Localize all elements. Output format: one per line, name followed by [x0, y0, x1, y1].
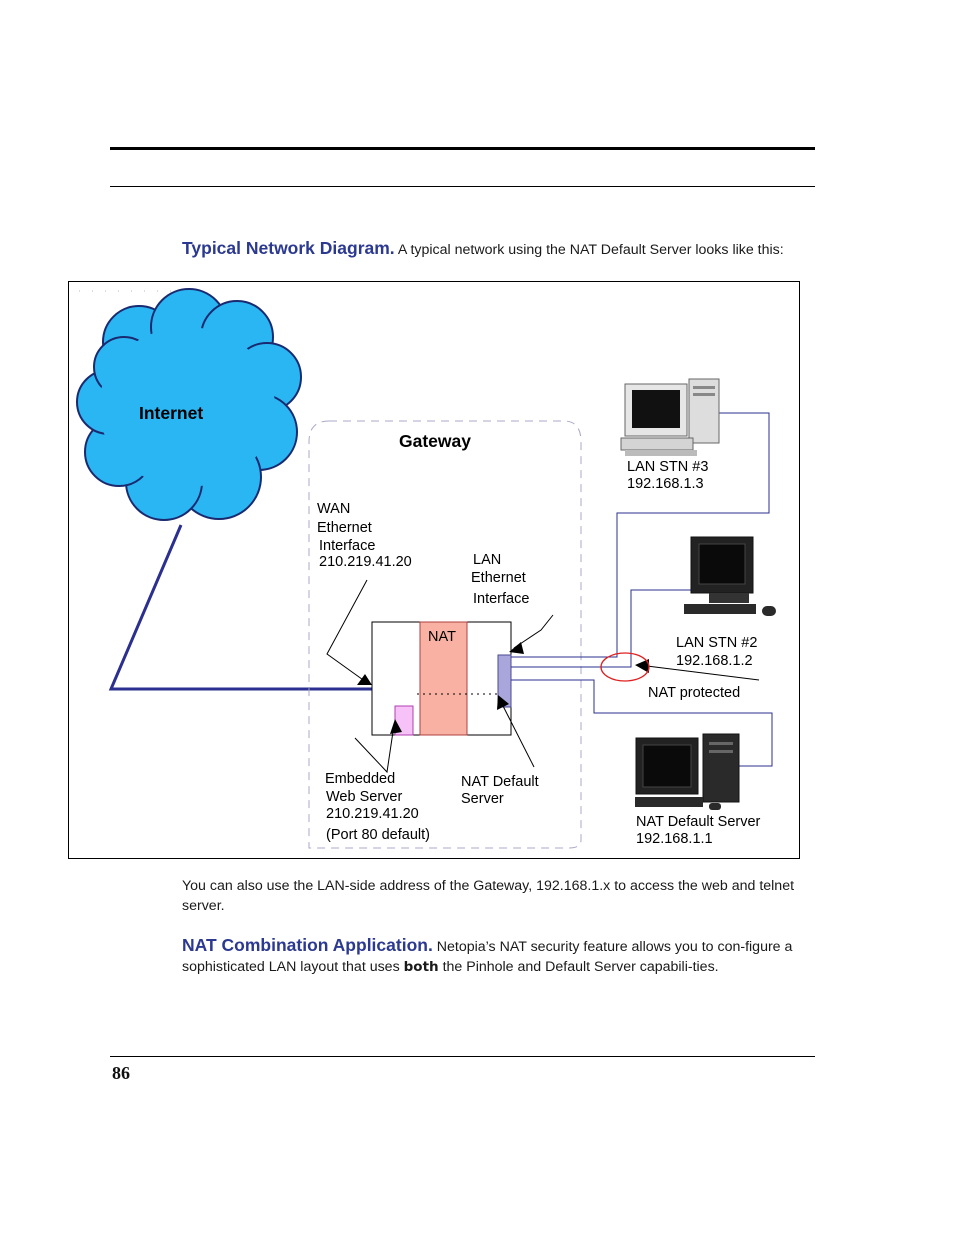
- gateway-label: Gateway: [399, 431, 471, 451]
- nat-default-label-line2: Server: [461, 791, 504, 807]
- computer-icon-stn3: [620, 378, 720, 456]
- section-heading-nat-combination: NAT Combination Application.: [182, 935, 433, 955]
- stn2-ip: 192.168.1.2: [676, 653, 753, 669]
- header-rule-thick: [110, 147, 815, 150]
- wan-label-line2: Ethernet: [317, 520, 372, 536]
- lan-side-paragraph: You can also use the LAN-side address of…: [182, 878, 795, 914]
- nat-label: NAT: [428, 629, 456, 645]
- nat-protected-ellipse: [600, 652, 650, 682]
- default-server-ip: 192.168.1.1: [636, 831, 713, 847]
- leader-lines: [326, 579, 760, 774]
- internet-label: Internet: [139, 403, 204, 423]
- embedded-label-line2: Web Server: [326, 789, 403, 805]
- lan-label-line3: Interface: [473, 591, 530, 607]
- stn3-name: LAN STN #3: [627, 459, 709, 475]
- stn3-ip: 192.168.1.3: [627, 476, 704, 492]
- section-heading-typical-network: Typical Network Diagram.: [182, 238, 395, 258]
- nat-combination-paragraph: NAT Combination Application. Netopia’s N…: [182, 935, 797, 977]
- nat-combination-text-a: Netopia’s NAT security feature allows yo…: [182, 939, 793, 975]
- internet-cloud-icon: [76, 288, 302, 521]
- server-icon: [635, 733, 740, 810]
- wan-label-line3: Interface: [319, 538, 376, 554]
- nat-default-label-line1: NAT Default: [461, 774, 539, 790]
- nat-combination-bold: both: [403, 959, 439, 975]
- arrowheads: [357, 642, 649, 734]
- nat-combination-text-b: the Pinhole and Default Server capabili-…: [438, 959, 719, 975]
- lan-label-line2: Ethernet: [471, 570, 526, 586]
- stn2-name: LAN STN #2: [676, 635, 758, 651]
- lan-links: [511, 412, 773, 767]
- default-server-name: NAT Default Server: [636, 814, 761, 830]
- gateway-region: [308, 420, 582, 849]
- computer-icon-stn2: [684, 536, 776, 616]
- embedded-label-line1: Embedded: [325, 771, 396, 787]
- wan-label-line1: WAN: [317, 501, 351, 517]
- wan-link: [108, 524, 374, 691]
- intro-paragraph: Typical Network Diagram. A typical netwo…: [182, 238, 797, 260]
- wan-ip: 210.219.41.20: [319, 554, 412, 570]
- diagram-graphics: [76, 288, 776, 849]
- lan-label-line1: LAN: [473, 552, 502, 568]
- embedded-port: (Port 80 default): [326, 827, 430, 843]
- network-diagram: Internet Gateway WAN Ethernet Interface …: [68, 281, 800, 859]
- lan-interface-block: [497, 654, 512, 708]
- footer-rule: [110, 1056, 815, 1057]
- intro-text: A typical network using the NAT Default …: [394, 242, 784, 258]
- header-rule-thin: [110, 186, 815, 187]
- embedded-ip: 210.219.41.20: [326, 806, 419, 822]
- nat-protected-label: NAT protected: [648, 685, 741, 701]
- page-number: 86: [112, 1063, 130, 1083]
- nat-block: [419, 621, 468, 736]
